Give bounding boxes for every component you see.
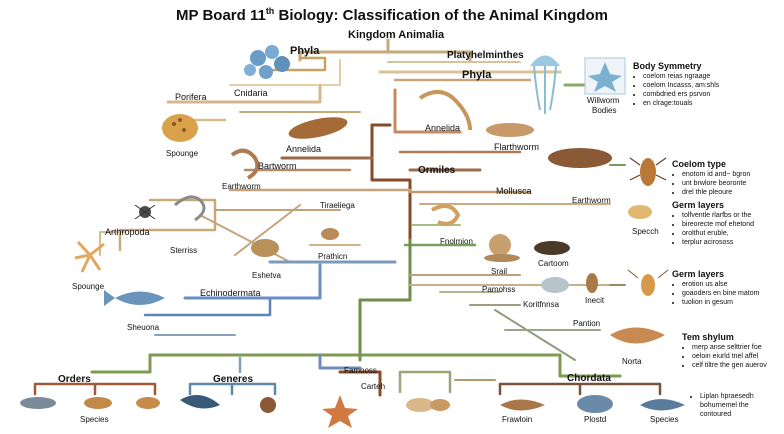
node-eshetva: Eshetva: [252, 271, 281, 280]
spider-brown-icon: [321, 228, 339, 240]
earthworm-icon: [548, 148, 612, 168]
crab-bottom-icon: [260, 397, 276, 413]
note-tem-shylum: Tem shylum merp anse selttrier foe oeloi…: [682, 333, 782, 370]
node-plostd: Plostd: [584, 415, 607, 424]
node-generes: Generes: [213, 374, 254, 385]
bird-icon: [406, 398, 434, 412]
node-cartoom: Cartoom: [538, 259, 569, 268]
fish-bottom-3-icon: [640, 399, 685, 411]
node-spech: Specch: [632, 227, 659, 236]
crab-icon: [251, 239, 279, 257]
node-earthworm-right: Earthworm: [572, 196, 611, 205]
node-fnolmion: Fnolmion: [440, 237, 473, 246]
jellyfish-icon: [530, 55, 560, 114]
node-tiraeliega: Tiraeliega: [320, 201, 355, 210]
urchin-icon: [541, 277, 569, 293]
order-animal-3-icon: [136, 397, 160, 409]
node-bodies: Bodies: [592, 106, 617, 115]
insect-icon: [586, 273, 598, 293]
spider-icon: [134, 204, 156, 220]
node-kingdom-animalia: Kingdom Animalia: [348, 29, 445, 41]
order-animal-1-icon: [20, 397, 56, 409]
fish-orange-icon: [610, 327, 665, 344]
node-sponge-left: Spounge: [72, 282, 105, 291]
beetle-icon: [629, 157, 667, 186]
node-flatworm: Flarthworm: [494, 142, 540, 152]
order-animal-2-icon: [84, 397, 112, 409]
node-earthworm-left: Earthworm: [222, 182, 261, 191]
node-arthropoda: Arthropoda: [105, 227, 150, 237]
roundworm-icon: [174, 195, 206, 222]
fly-icon: [627, 269, 669, 296]
note-germ-layers-2: Germ layers erotion us alse goaoders en …: [672, 270, 780, 307]
node-famooss: Famooss: [344, 366, 377, 375]
node-srail: Srail: [491, 267, 508, 276]
node-phyla-left: Phyla: [290, 45, 320, 57]
flatworm-icon: [418, 90, 472, 131]
node-orders: Orders: [58, 374, 91, 385]
node-carteh: Carteh: [361, 382, 386, 391]
organism-icons: [20, 45, 685, 428]
node-platyhelminthes: Platyhelminthes: [447, 50, 524, 61]
shrimp-icon: [628, 205, 652, 219]
coiled-worm-icon: [431, 204, 461, 226]
brittlestar-icon: [74, 240, 105, 273]
fish-bottom-2-icon: [577, 395, 613, 413]
fish-bottom-1-icon: [500, 399, 545, 411]
node-cnidaria: Cnidaria: [234, 88, 268, 98]
sponge-blue-icon: [244, 45, 290, 79]
node-prathicn: Prathicn: [318, 252, 348, 261]
node-frawloin: Frawloin: [502, 415, 533, 424]
node-annelida-center: Annelida: [425, 123, 461, 133]
node-phyla-right: Phyla: [462, 69, 492, 81]
bartworm-icon: [230, 148, 260, 180]
node-species-right: Species: [650, 415, 679, 424]
starfish-blue-icon: [584, 57, 626, 95]
mussel-icon: [534, 241, 570, 255]
node-sheuona: Sheuona: [127, 323, 160, 332]
node-species-left: Species: [80, 415, 109, 424]
page-title: MP Board 11th Biology: Classification of…: [176, 6, 608, 24]
node-bartworm: Bartworm: [258, 161, 297, 171]
node-inecit: Inecit: [585, 296, 605, 305]
mammal-icon: [430, 399, 450, 411]
fish-blue-icon: [104, 290, 165, 306]
note-body-symmetry: Body Symmetry coelom reias ngraage coelo…: [633, 62, 781, 108]
node-annelida-left: Annelida: [286, 144, 322, 154]
node-pamohss: Pamohss: [482, 285, 516, 294]
shark-icon: [180, 395, 220, 409]
note-coelom-type: Coelom type enotom id and~ bgron unt brw…: [672, 160, 780, 197]
node-sponge-top: Spounge: [166, 149, 199, 158]
node-porifera: Porifera: [175, 92, 207, 102]
slug-icon: [486, 123, 534, 137]
leech-icon: [288, 117, 348, 139]
snail-icon: [484, 234, 520, 262]
node-mollusca: Mollusca: [496, 186, 532, 196]
node-ormiles: Ormiles: [418, 165, 456, 176]
node-pantion: Pantion: [573, 319, 601, 328]
sponge-orange-icon: [162, 114, 198, 142]
node-chordata: Chordata: [567, 373, 611, 384]
starfish-icon: [322, 395, 358, 428]
node-norta: Norta: [622, 357, 642, 366]
node-willworm: Willworm: [587, 96, 620, 105]
note-germ-layers-1: Germ layers tolfventle rlarfbs or the bi…: [672, 201, 780, 247]
note-liplan: Liplan hpraesedh bohurnemel the contoure…: [690, 392, 782, 419]
node-koritfnnsa: Koritfnnsa: [523, 300, 560, 309]
node-echinodermata: Echinodermata: [200, 288, 261, 298]
node-sterriss: Sterriss: [170, 246, 198, 255]
